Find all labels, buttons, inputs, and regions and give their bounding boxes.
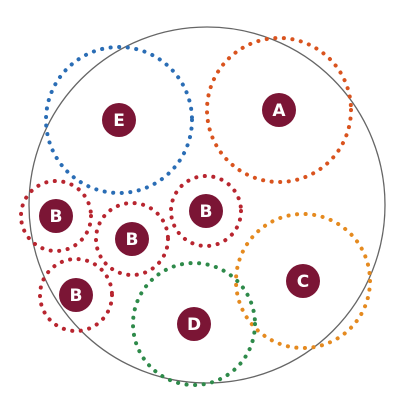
badge-a (262, 93, 296, 127)
badge-c (286, 264, 320, 298)
circle-group-b-center: B (94, 201, 170, 277)
circle-group-e: E (44, 45, 194, 195)
label-c: C (297, 272, 309, 292)
circle-group-b-top-left: B (19, 179, 93, 253)
circle-group-a: A (205, 36, 353, 184)
circle-group-b-right: B (169, 174, 243, 248)
circle-group-b-bottom-left: B (38, 257, 114, 333)
badge-b-center (115, 222, 149, 256)
dotted-circle-b-bottom-left (38, 257, 114, 333)
badge-b-top-left (39, 199, 73, 233)
dotted-circle-b-top-left (19, 179, 93, 253)
dotted-circle-e (44, 45, 194, 195)
dotted-circle-d (131, 261, 257, 387)
dotted-circle-c (234, 212, 372, 350)
badge-e (102, 103, 136, 137)
label-e: E (113, 111, 125, 131)
label-b-right: B (200, 202, 213, 222)
outer-boundary-circle (28, 26, 386, 384)
label-b-center: B (126, 230, 139, 250)
circle-group-c: C (234, 212, 372, 350)
circle-group-d: D (131, 261, 257, 387)
dotted-circle-a (205, 36, 353, 184)
label-b-top-left: B (50, 207, 63, 227)
badge-d (177, 307, 211, 341)
dotted-circle-b-right (169, 174, 243, 248)
label-d: D (187, 315, 201, 335)
label-a: A (272, 101, 286, 121)
label-b-bottom-left: B (70, 286, 83, 306)
dotted-circle-b-center (94, 201, 170, 277)
badge-b-bottom-left (59, 278, 93, 312)
badge-b-right (189, 194, 223, 228)
